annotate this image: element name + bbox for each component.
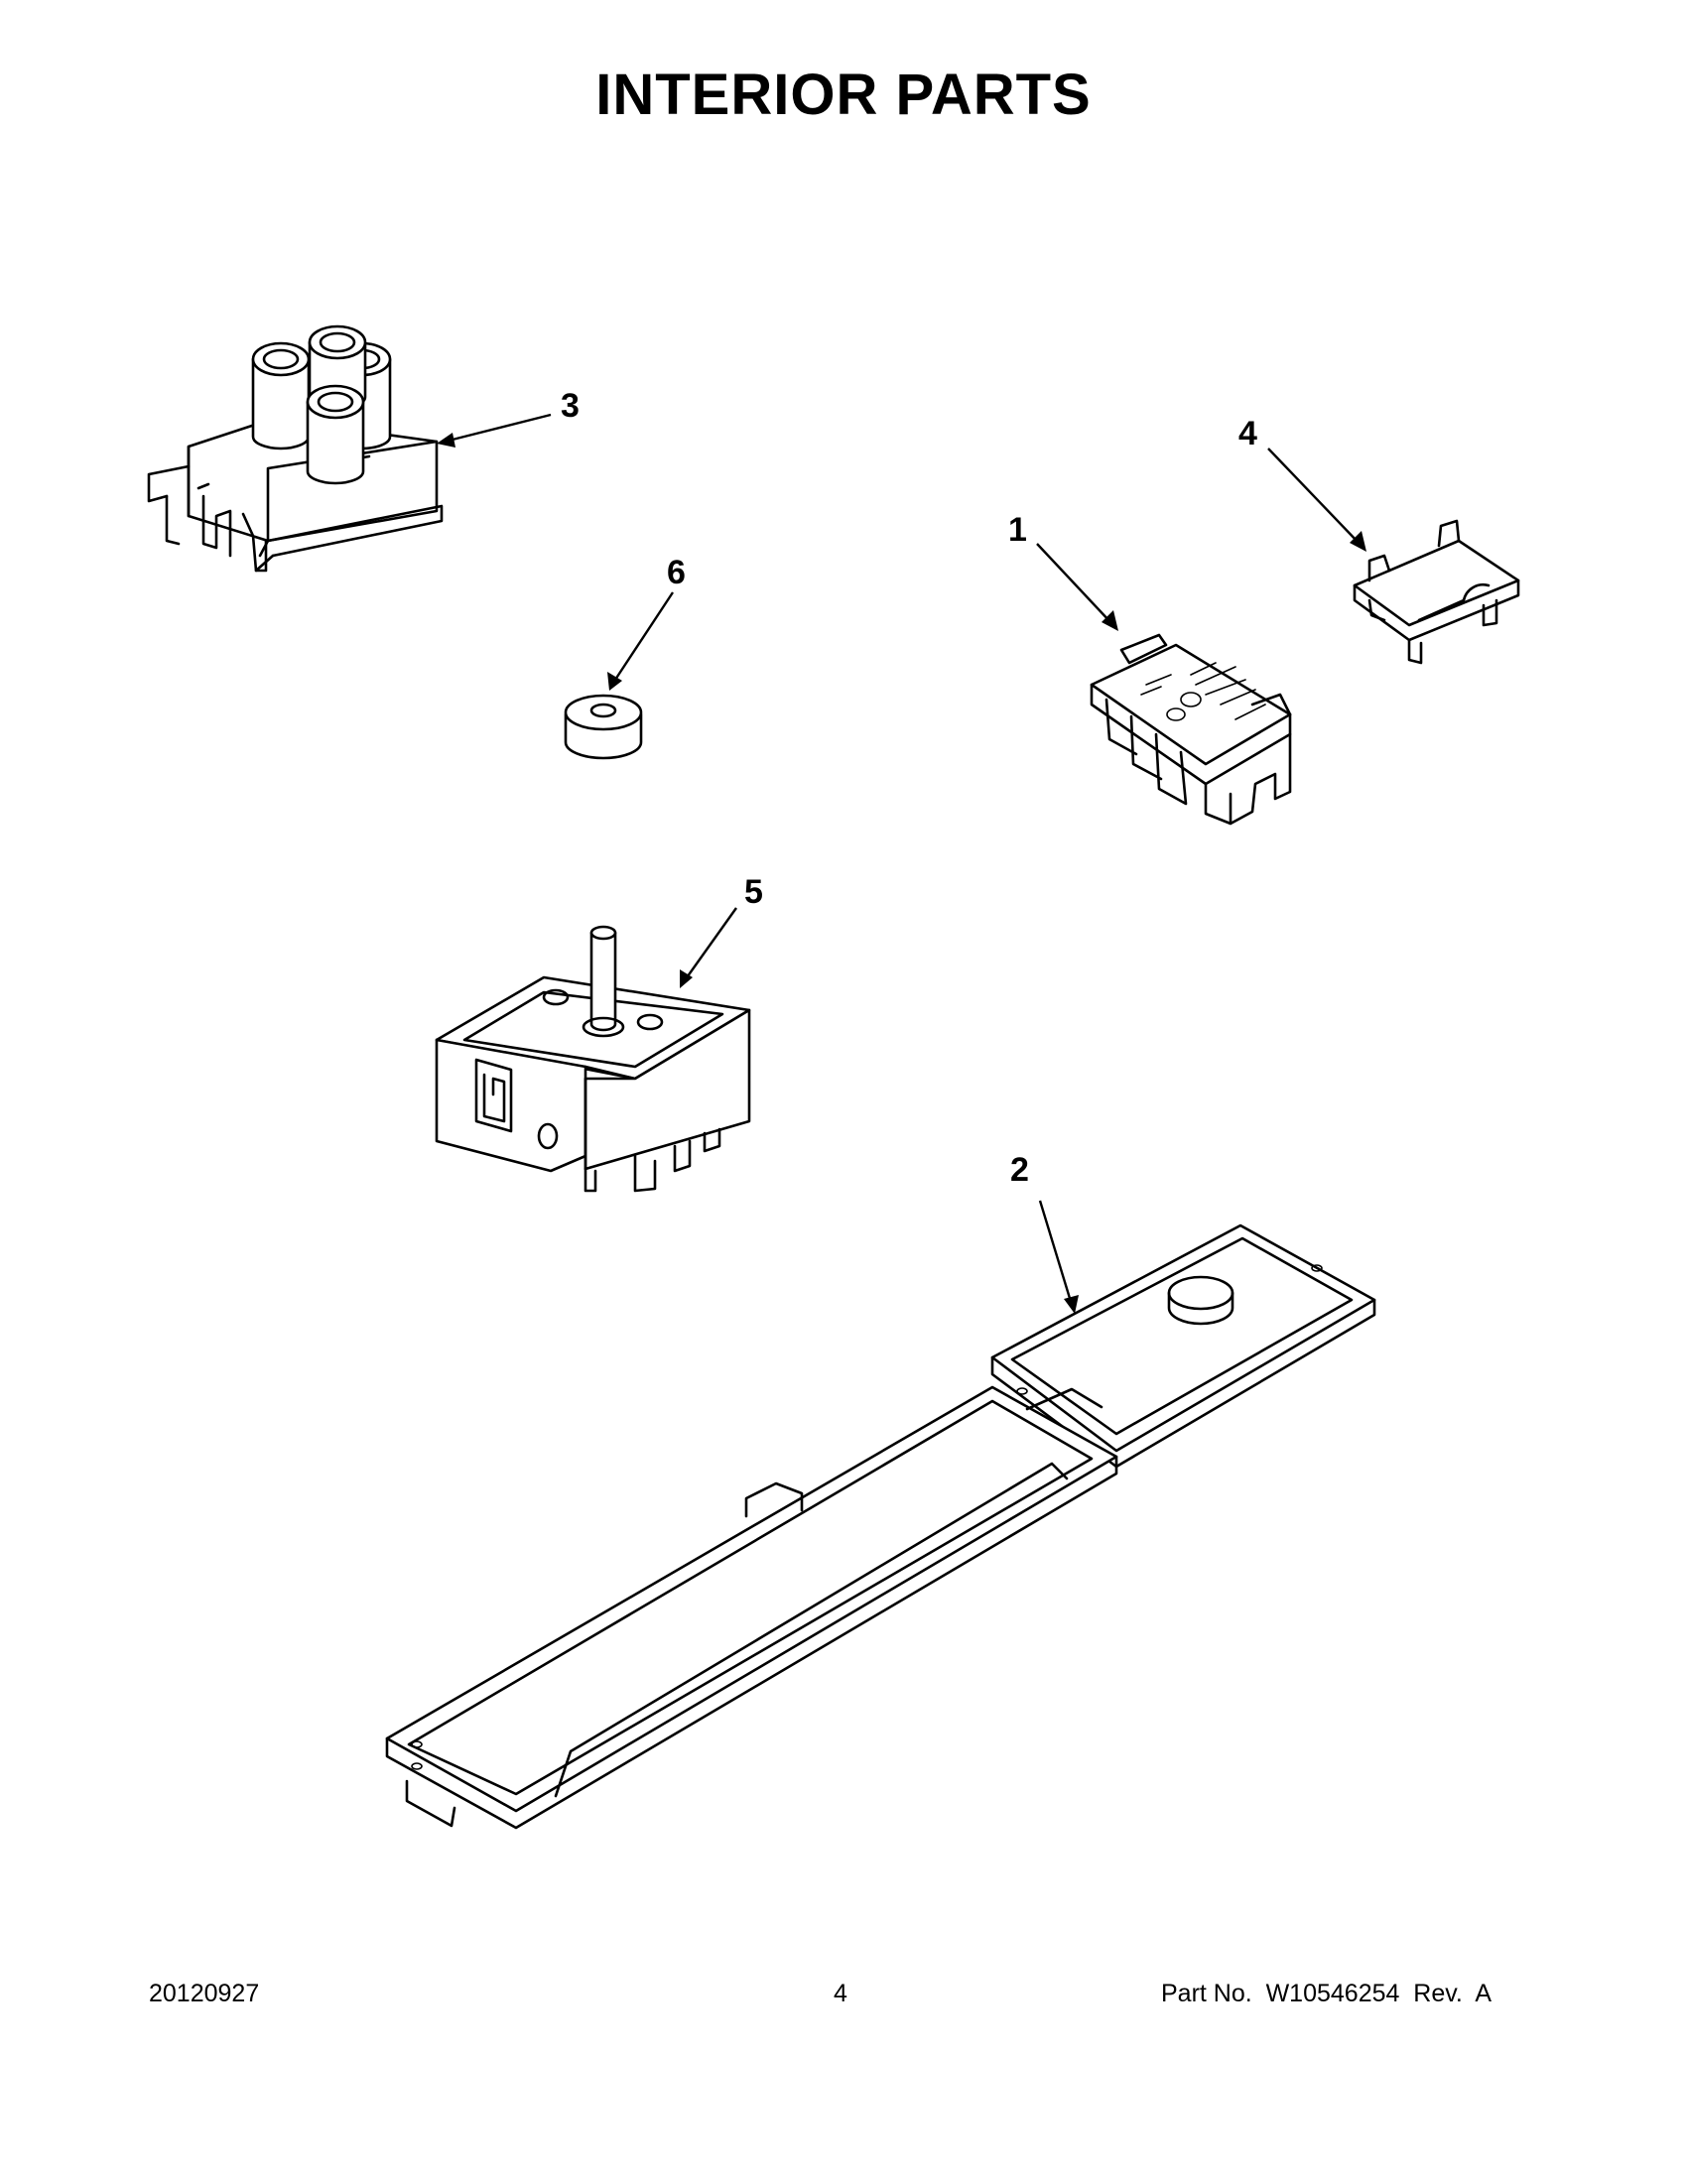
callout-5: 5 [744, 873, 763, 911]
callout-arrow-4 [1267, 448, 1366, 552]
callout-2: 2 [1010, 1151, 1029, 1189]
part-1-terminal-block [1090, 633, 1292, 826]
callout-3: 3 [561, 387, 580, 425]
footer-part-number: Part No. W10546254 Rev. A [1161, 1980, 1492, 2007]
part-6-bushing [564, 694, 643, 760]
page-title: INTERIOR PARTS [595, 63, 1092, 127]
callout-arrow-1 [1036, 543, 1118, 631]
callout-arrow-5 [680, 907, 737, 988]
callout-1: 1 [1008, 511, 1027, 549]
part-5-switch [435, 925, 751, 1193]
callout-arrow-3 [437, 413, 552, 448]
footer-date: 20120927 [149, 1980, 260, 2007]
part-4-bracket [1353, 519, 1520, 665]
callout-4: 4 [1238, 415, 1257, 452]
part-3-terminal-block [147, 324, 444, 573]
callout-6: 6 [667, 554, 686, 591]
callout-arrow-6 [607, 591, 675, 691]
footer-page-number: 4 [834, 1980, 847, 2007]
part-2-tray [385, 1223, 1376, 1830]
callout-arrow-2 [1038, 1200, 1079, 1314]
